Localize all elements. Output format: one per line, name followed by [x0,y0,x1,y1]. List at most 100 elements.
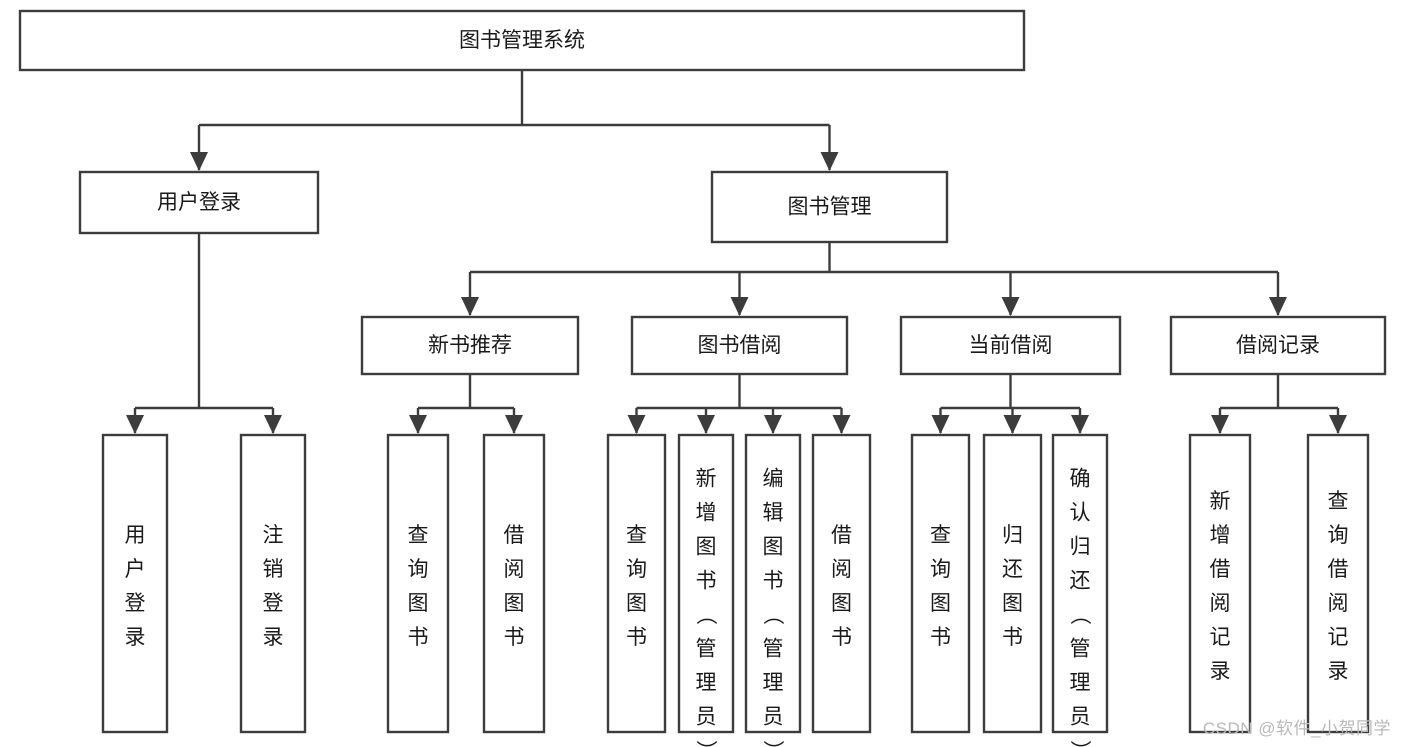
node-current-borrow-box[interactable] [899,315,1122,376]
node-label-char: 员 [1070,706,1091,729]
node-label-char: （ [1068,604,1091,625]
node-root-box[interactable] [18,9,1026,72]
node-label-char: 书 [831,626,852,649]
node-label-char: 归 [1002,524,1023,547]
node-leaf-user-logout-box[interactable] [239,433,307,734]
node-label-char: 查 [408,524,429,547]
arrow-to-current-borrow-icon [1001,297,1020,316]
node-new-book-rec-box[interactable] [360,315,580,376]
node-label-char: （ [761,604,784,625]
node-leaf-query-book-box[interactable] [606,433,667,734]
node-label-char: 图 [696,536,717,559]
node-label-char: 查 [1328,490,1349,513]
node-label-char: 登 [263,592,284,615]
node-current-borrow-label: 当前借阅 [969,334,1053,357]
node-label-char: 询 [1328,524,1349,547]
arrow-to-book-manage-icon [820,152,839,171]
node-label-char: 书 [763,570,784,593]
node-label-char: 管 [696,638,717,661]
arrow-to-leaf-add-record-icon [1211,415,1229,434]
node-label-char: 书 [696,570,717,593]
node-book-manage-label: 图书管理 [788,196,872,219]
node-label-char: 查 [930,524,951,547]
node-label-char: 录 [1210,660,1231,683]
arrow-to-leaf-borrow-book-icon [832,415,851,434]
node-label-char: 阅 [831,558,852,581]
arrow-to-leaf-edit-book-icon [764,415,782,434]
node-label-char: 图 [1002,592,1023,615]
node-label-char: 理 [696,672,717,695]
node-leaf-query-book-rec-box[interactable] [386,433,450,734]
node-label-char: ） [761,740,784,747]
node-label-char: 用 [125,524,146,547]
node-leaf-user-login-label: 用户登录 [125,524,146,649]
arrow-to-new-book-rec-icon [461,297,479,316]
node-borrow-record-label: 借阅记录 [1236,334,1320,357]
arrow-to-user-login-icon [190,152,208,171]
node-leaf-borrow-book-rec-box[interactable] [482,433,546,734]
node-label-char: 新 [1210,490,1231,513]
arrow-to-book-borrow-icon [730,297,749,316]
arrow-to-leaf-user-login-icon [126,415,144,434]
node-label-char: 图 [408,592,429,615]
node-user-login-label: 用户登录 [157,191,241,214]
node-label-char: 阅 [504,558,525,581]
node-label-char: 记 [1328,626,1349,649]
node-book-borrow-label: 图书借阅 [698,334,782,357]
node-label-char: 借 [1210,558,1231,581]
node-label-char: 图 [626,592,647,615]
node-label-char: 图 [763,536,784,559]
node-borrow-record-box[interactable] [1169,315,1387,376]
node-label-char: 录 [1328,660,1349,683]
arrow-to-leaf-user-logout-icon [264,415,282,434]
node-leaf-query-record-box[interactable] [1306,433,1370,734]
node-label-char: 认 [1070,502,1091,525]
node-label-char: 查 [626,524,647,547]
node-leaf-add-book-box[interactable] [677,433,735,734]
node-user-login-box[interactable] [78,170,320,235]
node-label-char: ） [694,740,717,747]
node-label-char: 录 [125,626,146,649]
node-label-char: 员 [763,706,784,729]
node-label-char: 销 [263,558,284,581]
node-leaf-query-book-cur-box[interactable] [910,433,971,734]
node-leaf-confirm-return-box[interactable] [1051,433,1109,734]
node-book-borrow-box[interactable] [630,315,849,376]
node-label-char: 还 [1070,570,1091,593]
node-label-char: 编 [763,468,784,491]
node-label-char: （ [694,604,717,625]
node-book-manage-box[interactable] [710,170,949,244]
node-label-char: 户 [125,558,146,581]
node-label-char: 询 [626,558,647,581]
arrow-to-leaf-query-book-rec-icon [409,415,427,434]
node-label-char: 书 [1002,626,1023,649]
node-leaf-edit-book-box[interactable] [744,433,802,734]
node-label-char: 员 [696,706,717,729]
node-label-char: 询 [408,558,429,581]
node-leaf-add-record-box[interactable] [1188,433,1252,734]
node-label-char: 增 [1210,524,1231,547]
arrow-to-leaf-confirm-return-icon [1071,415,1089,434]
node-label-char: 借 [1328,558,1349,581]
node-label-char: 确 [1070,468,1091,491]
node-label-char: 图 [930,592,951,615]
node-label-char: 注 [263,524,284,547]
node-leaf-user-login-box[interactable] [101,433,169,734]
node-label-char: 书 [626,626,647,649]
node-leaf-return-book-box[interactable] [982,433,1043,734]
arrow-to-borrow-record-icon [1269,297,1287,316]
arrow-to-leaf-query-record-icon [1329,415,1347,434]
node-label-char: 管 [763,638,784,661]
node-leaf-borrow-book-box[interactable] [811,433,872,734]
